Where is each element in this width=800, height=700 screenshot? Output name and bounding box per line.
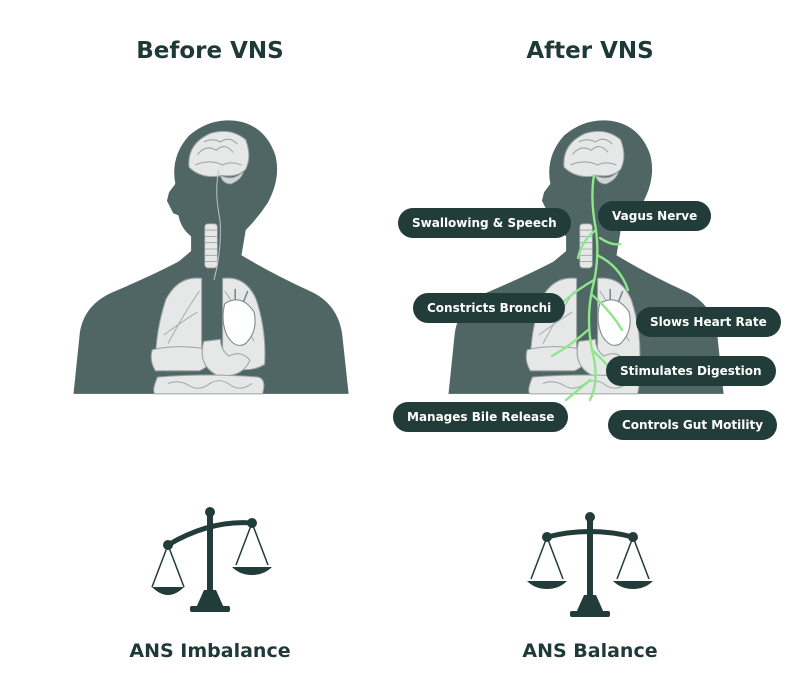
scale-imbalance [151,507,272,612]
after-title: After VNS [526,38,654,64]
vagus-nerve-path [546,173,630,402]
label-vagus-nerve: Vagus Nerve [598,201,712,231]
body-after [447,119,725,402]
scale-balance [527,512,653,617]
ans-balance-label: ANS Balance [522,640,658,662]
ans-imbalance-label: ANS Imbalance [129,640,291,662]
label-controls-gut-motility: Controls Gut Motility [608,410,778,440]
label-manages-bile-release: Manages Bile Release [393,402,569,432]
label-swallowing-speech: Swallowing & Speech [398,208,571,238]
body-before [72,119,350,395]
nerve-faint [213,169,221,281]
before-title: Before VNS [136,38,284,64]
label-slows-heart-rate: Slows Heart Rate [636,307,781,337]
label-stimulates-digestion: Stimulates Digestion [606,356,776,386]
label-constricts-bronchi: Constricts Bronchi [413,293,566,323]
